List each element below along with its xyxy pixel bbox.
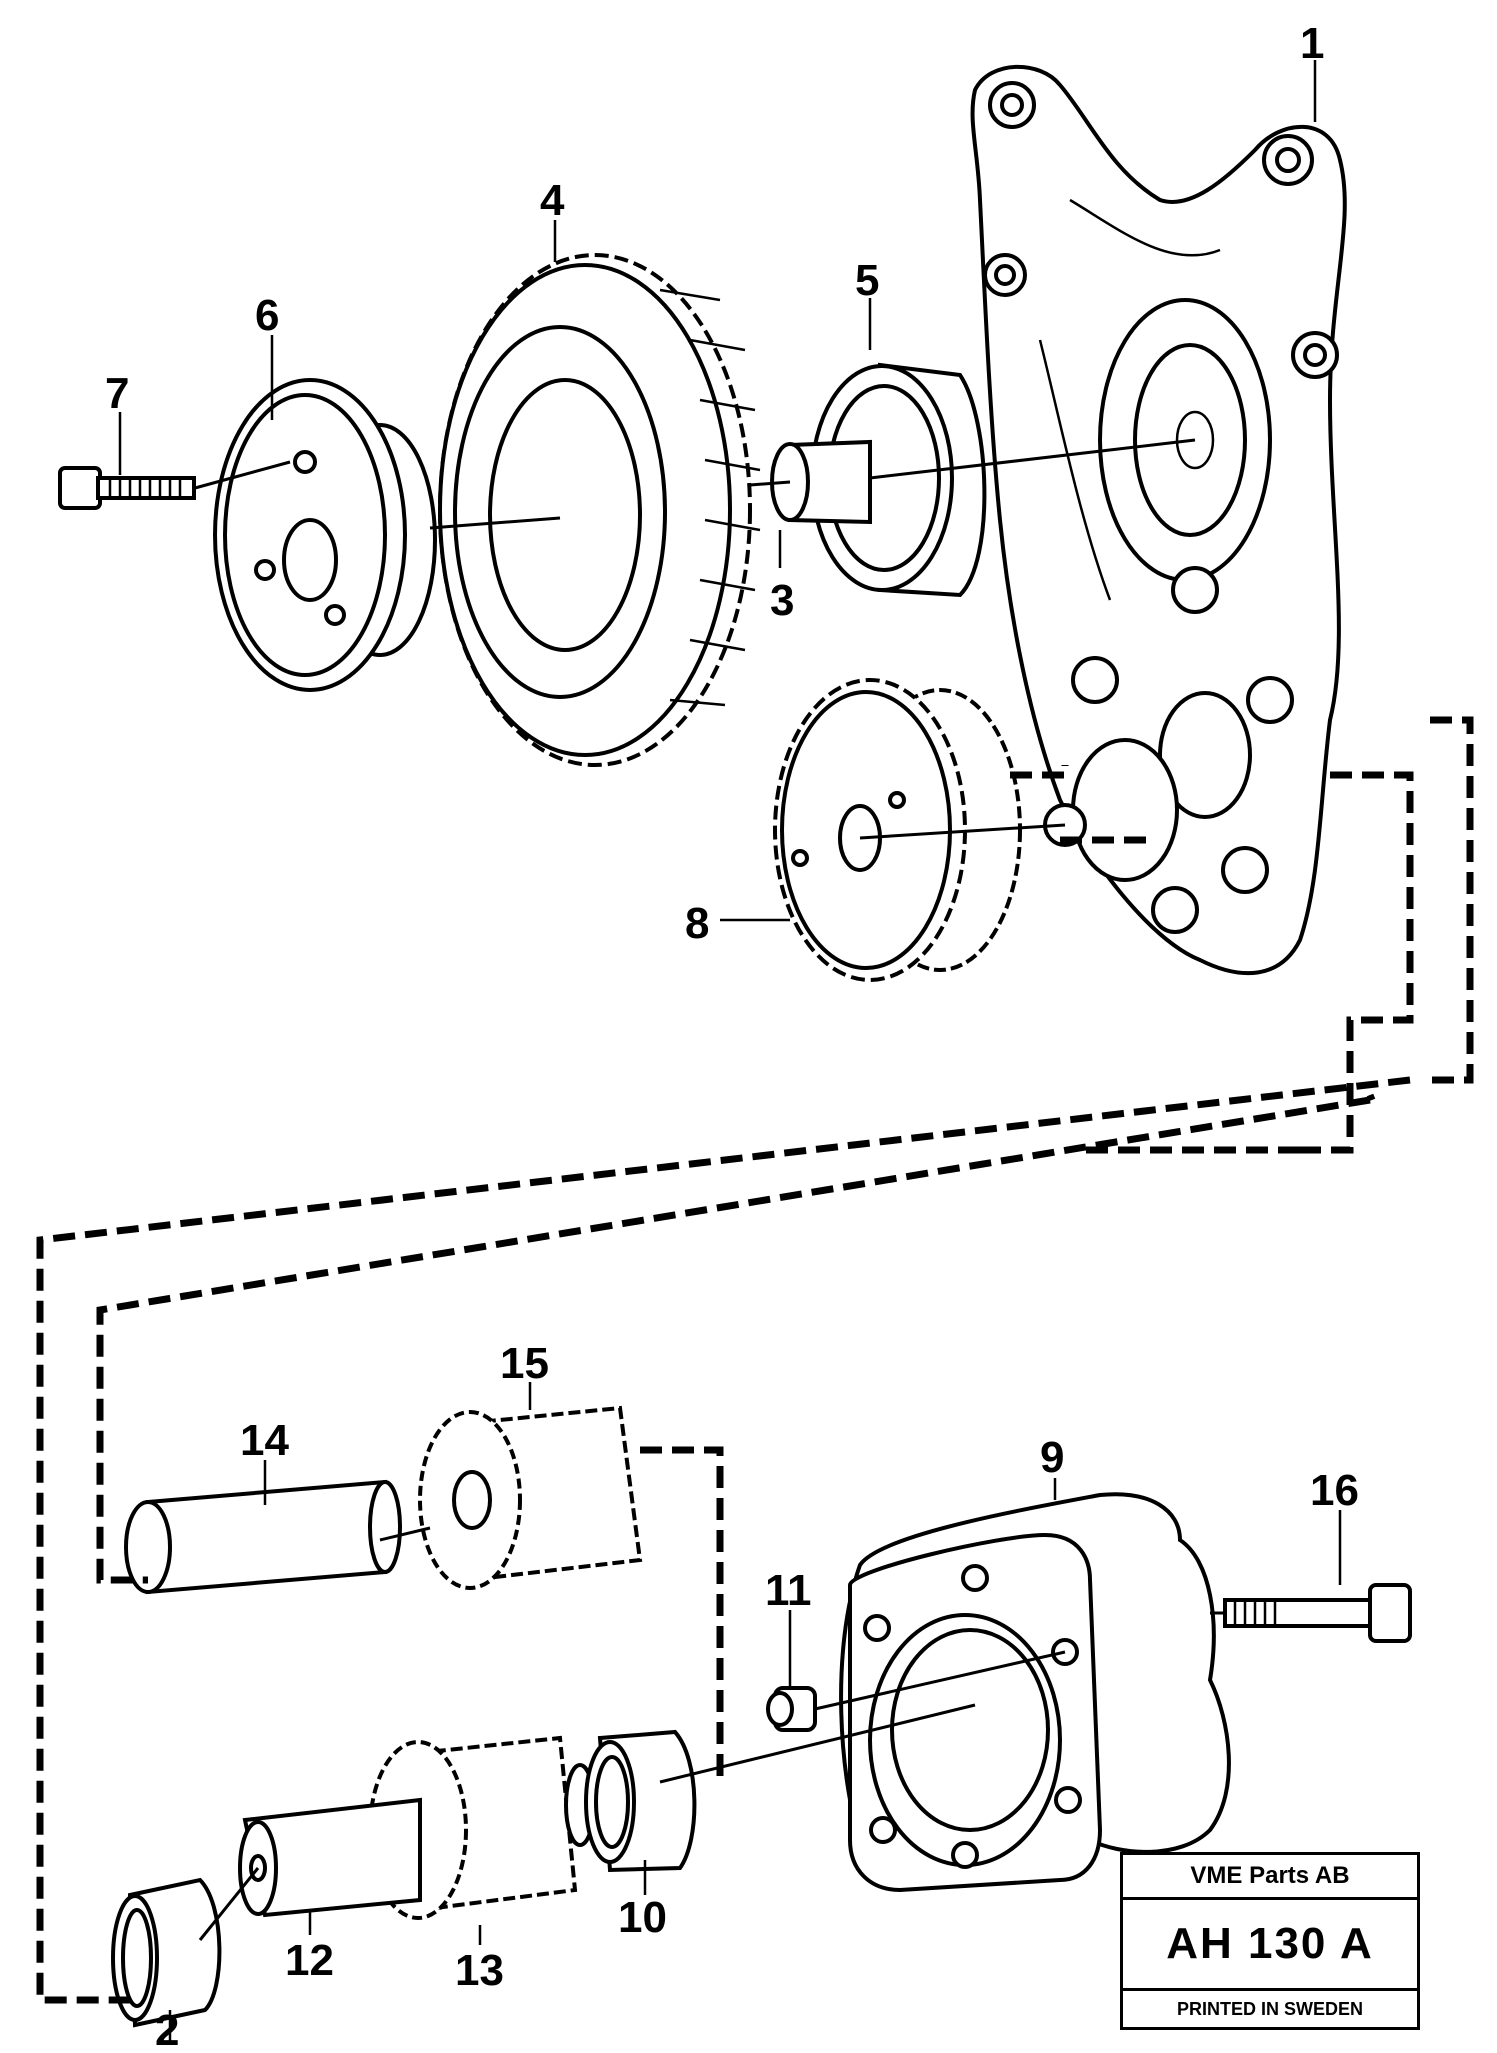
label-part-4: 4 bbox=[540, 176, 565, 225]
label-part-1: 1 bbox=[1300, 19, 1324, 68]
large-helical-gear bbox=[438, 253, 761, 767]
title-block: VME Parts AB AH 130 A PRINTED IN SWEDEN bbox=[1120, 1852, 1420, 2030]
label-part-16: 16 bbox=[1310, 1466, 1359, 1515]
pump-housing bbox=[839, 1492, 1231, 1893]
dowel-pin bbox=[766, 1686, 817, 1732]
assembly-axis-lines bbox=[194, 438, 1225, 1941]
upper-shaft bbox=[124, 1479, 402, 1595]
lower-bushing-left bbox=[111, 1877, 222, 2028]
label-part-10: 10 bbox=[618, 1893, 667, 1942]
lower-shaft bbox=[238, 1797, 422, 1918]
label-part-3: 3 bbox=[770, 576, 794, 625]
hub-flange bbox=[213, 378, 437, 692]
label-part-8: 8 bbox=[685, 899, 709, 948]
housing-bracket bbox=[970, 64, 1347, 976]
lower-bushing-right bbox=[584, 1729, 697, 1873]
label-part-14: 14 bbox=[240, 1416, 289, 1465]
company-name: VME Parts AB bbox=[1123, 1855, 1417, 1900]
hub-bolt bbox=[58, 466, 196, 510]
drawing-code: AH 130 A bbox=[1123, 1900, 1417, 1991]
label-part-15: 15 bbox=[500, 1339, 549, 1388]
label-part-2: 2 bbox=[155, 2006, 179, 2053]
pump-bolt bbox=[1223, 1583, 1412, 1643]
label-part-11: 11 bbox=[765, 1566, 812, 1615]
label-part-6: 6 bbox=[255, 291, 279, 340]
label-part-7: 7 bbox=[105, 369, 129, 418]
label-part-9: 9 bbox=[1040, 1433, 1064, 1482]
printed-note: PRINTED IN SWEDEN bbox=[1176, 1999, 1363, 2019]
small-helical-gear bbox=[773, 678, 1022, 982]
label-part-5: 5 bbox=[855, 256, 879, 305]
upper-pump-gear bbox=[418, 1405, 643, 1590]
part-labels: 1 4 6 5 7 3 8 9 16 11 15 14 10 12 13 2 bbox=[105, 19, 1359, 2053]
label-part-13: 13 bbox=[455, 1946, 504, 1995]
label-part-12: 12 bbox=[285, 1936, 334, 1985]
leader-lines bbox=[118, 60, 1342, 2045]
shaft-pin bbox=[770, 439, 872, 525]
connection-lines-dashed bbox=[36, 716, 1474, 2004]
